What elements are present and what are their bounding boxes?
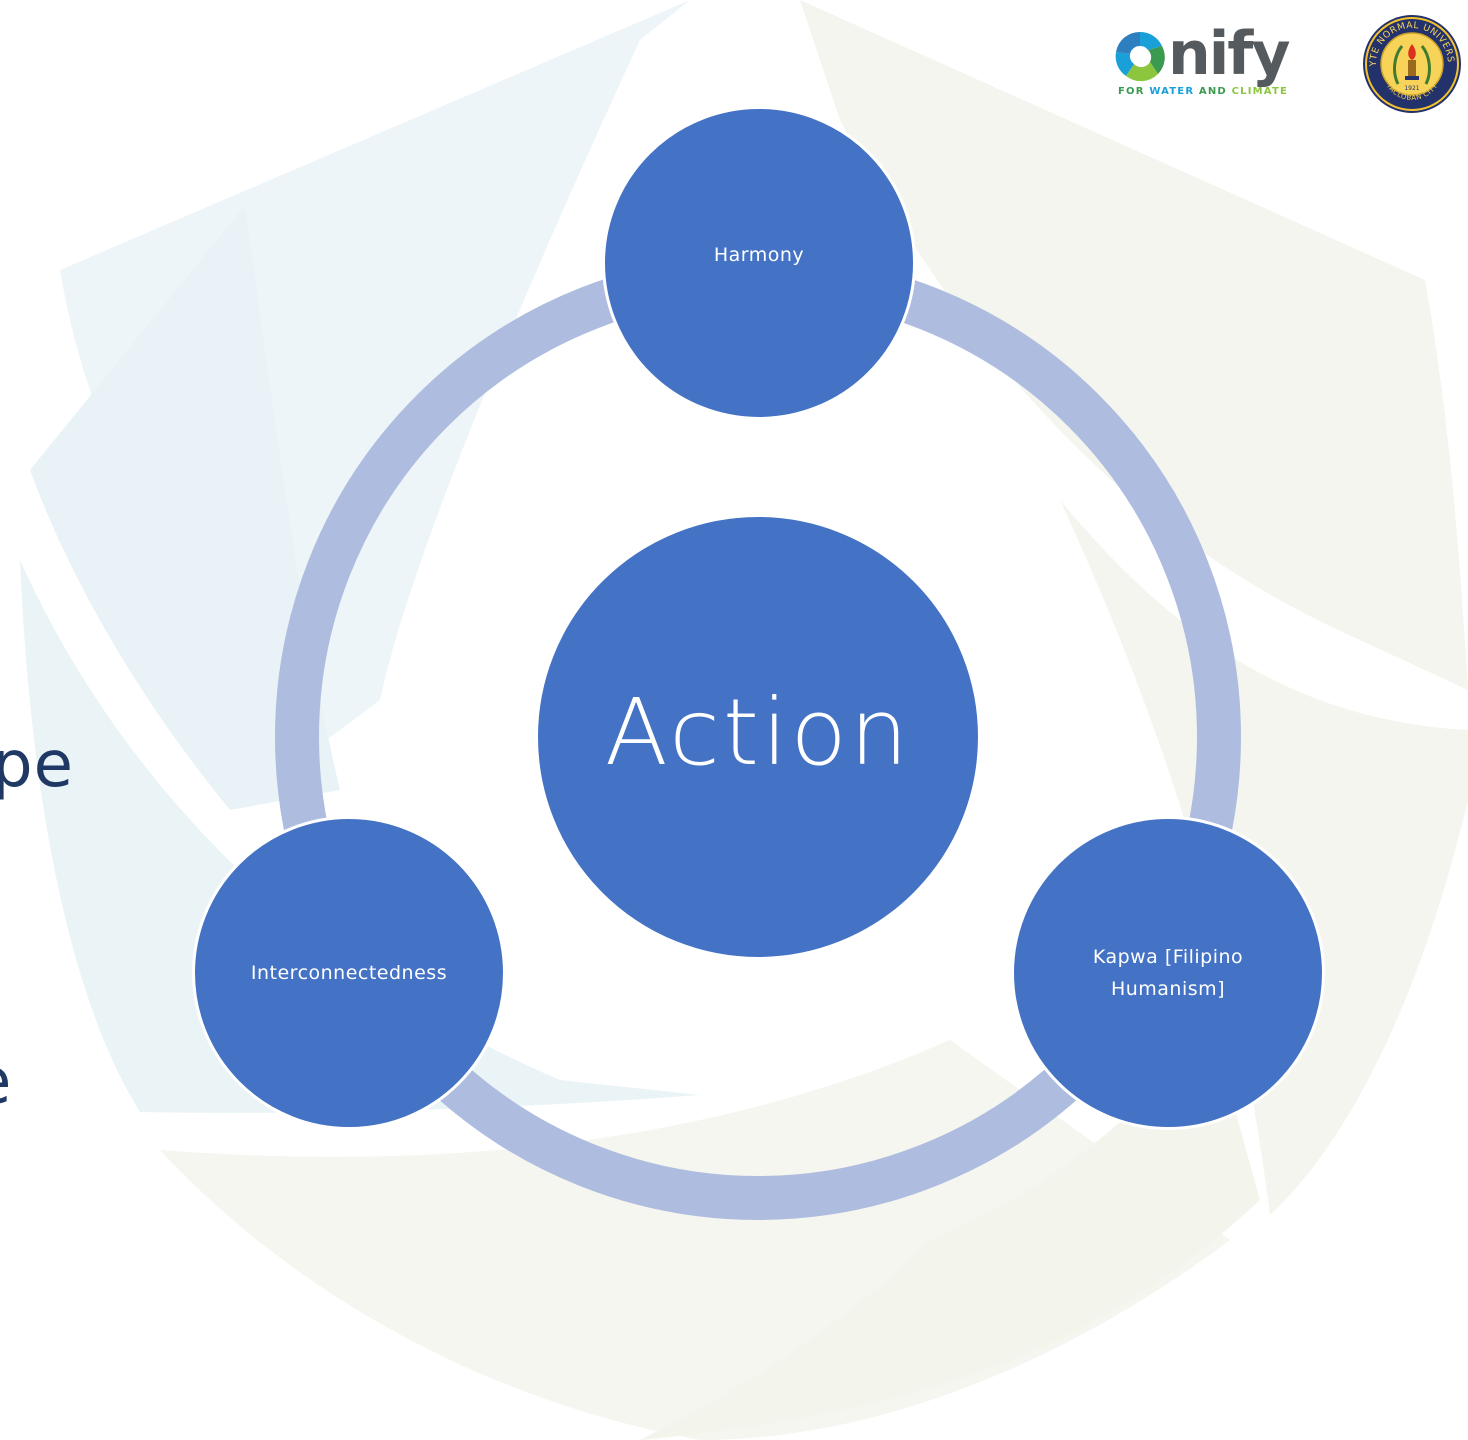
tagline-part-4: CLIMATE <box>1231 86 1289 97</box>
tagline-part-2: WATER <box>1149 86 1195 97</box>
unify-logo: nify FOR WATER AND CLIMATE <box>1112 22 1324 102</box>
clipped-text-line-2: e <box>0 1045 12 1119</box>
clipped-text-line-1: pe <box>0 728 74 802</box>
node-harmony-label: Harmony <box>713 244 805 266</box>
unify-wordmark: nify <box>1168 19 1290 89</box>
unify-aperture-icon <box>1115 31 1165 82</box>
node-action-label: Action <box>604 678 912 786</box>
unify-tagline: FOR WATER AND CLIMATE <box>1118 86 1288 97</box>
seal-torch-icon <box>1393 44 1431 85</box>
node-harmony: Harmony <box>602 106 916 420</box>
bg-petal-left-lower <box>20 560 700 1113</box>
node-interconnectedness: Interconnectedness <box>192 816 506 1130</box>
tagline-part-1: FOR <box>1118 86 1150 97</box>
bg-petal-top-right <box>800 0 1468 690</box>
node-action-center: Action <box>535 514 981 960</box>
university-seal-logo: LEYTE NORMAL UNIVERSITY TACLOBAN CITY 19… <box>1362 14 1461 113</box>
node-interconnectedness-label: Interconnectedness <box>250 962 448 984</box>
bg-petal-left-mid <box>30 205 340 810</box>
node-kapwa-label: Kapwa [Filipino Humanism] <box>1092 946 1244 1000</box>
seal-year: 1921 <box>1404 85 1419 92</box>
tagline-part-3: AND <box>1194 86 1232 97</box>
node-kapwa: Kapwa [Filipino Humanism] <box>1011 816 1325 1130</box>
